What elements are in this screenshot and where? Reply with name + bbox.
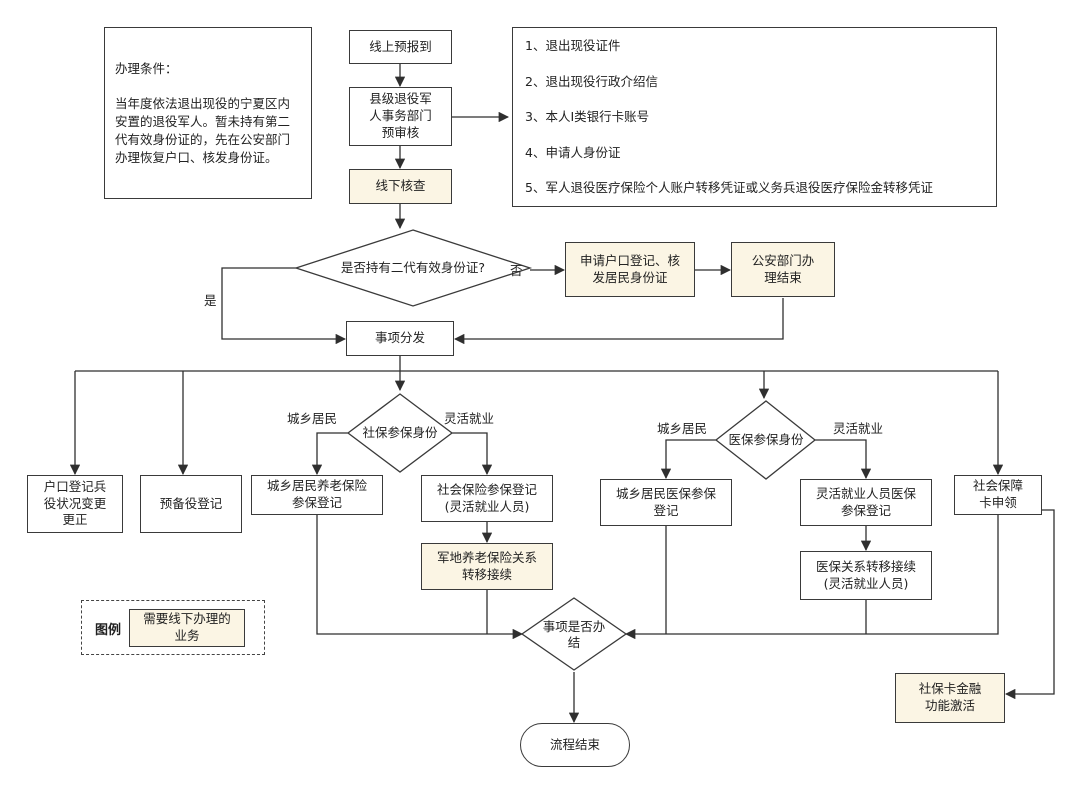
conditions-title: 办理条件： [115,60,178,76]
node-end: 流程结束 [520,723,630,767]
edge-label-social-urban: 城乡居民 [287,411,338,426]
node-apply-id: 申请户口登记、核 发居民身份证 [565,242,695,297]
legend-box [81,600,265,655]
node-sscard-apply: 社会保障 卡申领 [954,475,1042,515]
material-item: 2、退出现役行政介绍信 [525,73,658,89]
conditions-note: 办理条件： 当年度依法退出现役的宁夏区内安置的退役军人。暂未持有第二代有效身份证… [104,27,312,199]
edge-sscard-to-activate [1004,509,1055,700]
diamond-medical-identity [714,400,817,480]
edge-urbanpension-to-done [316,514,524,640]
material-item: 4、申请人身份证 [525,144,621,160]
edge-sscard-to-done [624,510,999,640]
node-dispatch: 事项分发 [346,321,454,356]
conditions-text: 当年度依法退出现役的宁夏区内安置的退役军人。暂未持有第二代有效身份证的，先在公安… [115,96,291,165]
node-pension-transfer: 军地养老保险关系 转移接续 [421,543,553,590]
edge-medical-flex [815,439,872,480]
edge-label-yes: 是 [204,293,217,308]
edge-label-medical-flex: 灵活就业 [833,421,884,436]
edge-social-urban [311,432,348,476]
node-social-flex: 社会保险参保登记 (灵活就业人员) [421,475,553,522]
legend-sample: 需要线下办理的 业务 [129,609,245,647]
material-item: 3、本人Ⅰ类银行卡账号 [525,109,650,125]
node-offline-check: 线下核查 [349,169,452,204]
node-reserve: 预备役登记 [140,475,242,533]
diamond-social-identity [346,393,454,473]
node-online-report: 线上预报到 [349,30,452,64]
node-sscard-activate: 社保卡金融 功能激活 [895,673,1005,723]
edge-question-yes [221,267,347,345]
node-medical-transfer: 医保关系转移接续 (灵活就业人员) [800,551,932,600]
diamond-done-question [520,597,628,671]
label-done-question: 事项是否办 结 [542,618,606,650]
label-id-question: 是否持有二代有效身份证? [340,259,486,275]
edge-label-no: 否 [510,263,523,278]
node-police-done: 公安部门办 理结束 [731,242,835,297]
label-medical-identity: 医保参保身份 [728,431,804,447]
diamond-id-question [293,229,533,307]
node-household: 户口登记兵 役状况变更 更正 [27,475,123,533]
material-item: 5、军人退役医疗保险个人账户转移凭证或义务兵退役医疗保险金转移凭证 [525,180,933,196]
edge-social-flex [452,432,493,476]
edge-label-social-flex: 灵活就业 [444,411,495,426]
legend-title: 图例 [95,623,122,638]
edge-medical-urban [660,439,716,480]
node-urban-medical: 城乡居民医保参保 登记 [600,479,732,526]
material-item: 1、退出现役证件 [525,38,621,54]
node-flex-medical: 灵活就业人员医保 参保登记 [800,479,932,526]
node-county-review: 县级退役军 人事务部门 预审核 [349,87,452,146]
edge-police-to-dispatch [453,298,784,345]
node-urban-pension: 城乡居民养老保险 参保登记 [251,475,383,515]
edge-label-medical-urban: 城乡居民 [657,421,708,436]
materials-note: 1、退出现役证件 2、退出现役行政介绍信 3、本人Ⅰ类银行卡账号 4、申请人身份… [512,27,997,207]
label-social-identity: 社保参保身份 [362,424,438,440]
